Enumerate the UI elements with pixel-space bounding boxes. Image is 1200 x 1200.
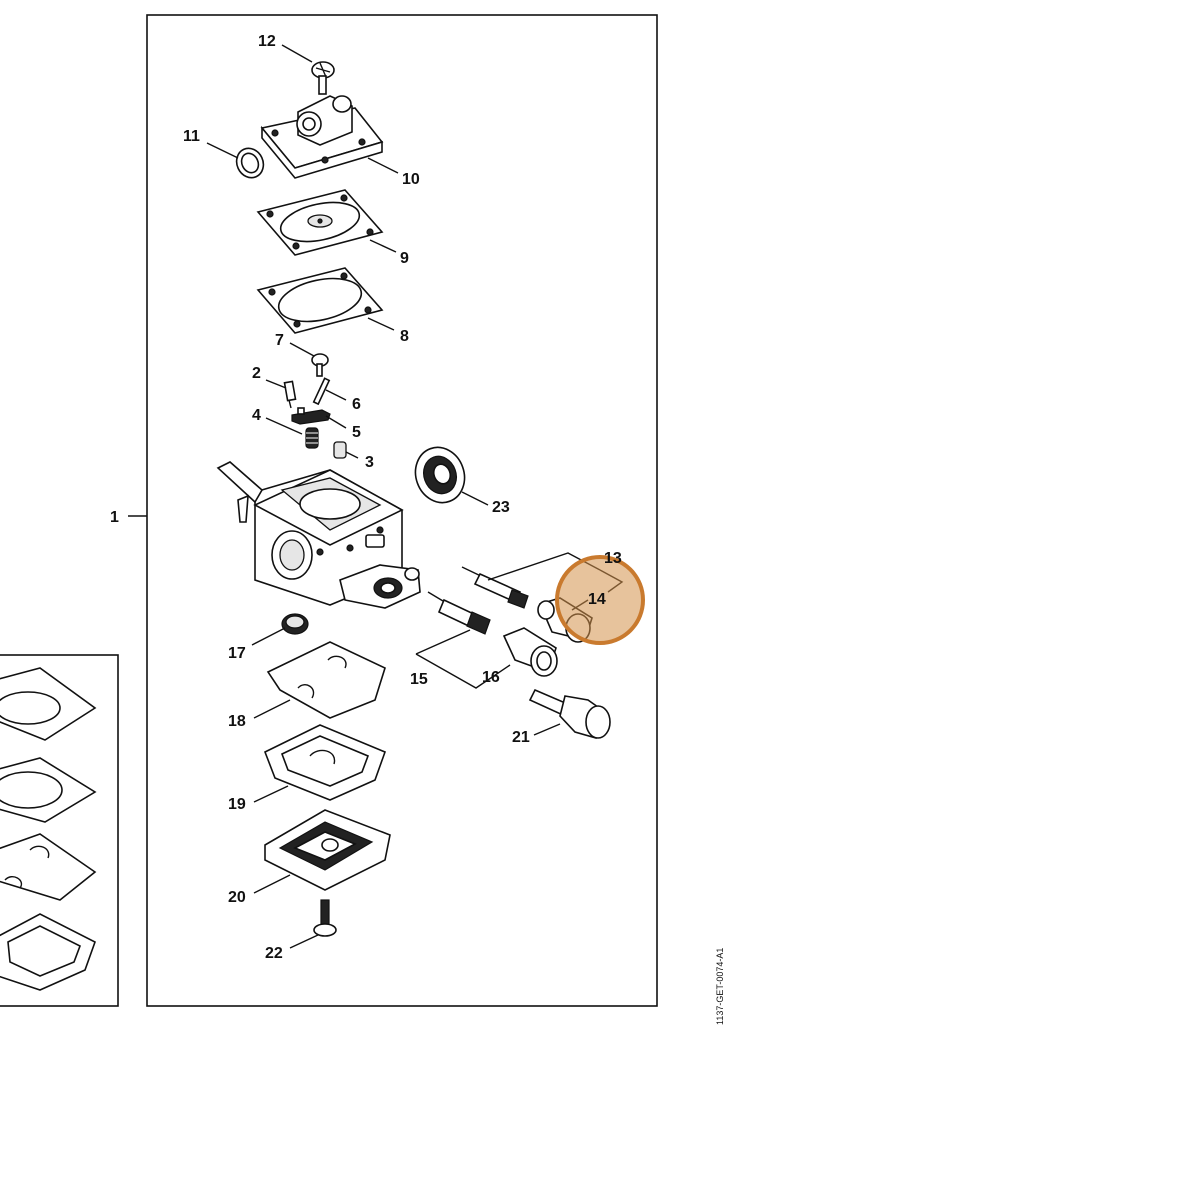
part-16-limiter-cap — [502, 627, 558, 677]
part-5-lever — [291, 407, 331, 425]
part-9-diaphragm — [256, 189, 384, 256]
callout-6: 6 — [352, 396, 361, 413]
callout-15: 15 — [410, 671, 428, 688]
part-7-screw — [311, 353, 329, 377]
drawing-reference: 1137-GET-0074-A1 — [715, 948, 725, 1025]
part-4-spring — [305, 427, 319, 449]
main-diagram-frame — [146, 14, 658, 1007]
part-15-adjusting-screw — [427, 591, 491, 635]
callout-7: 7 — [275, 332, 284, 349]
part-20-cover — [264, 809, 391, 891]
part-13-adjusting-screw — [461, 566, 529, 609]
callout-3: 3 — [365, 454, 374, 471]
callout-10: 10 — [402, 171, 420, 188]
part-1-carburetor-body — [216, 461, 421, 609]
part-22-screw — [313, 899, 337, 937]
callout-4: 4 — [252, 407, 261, 424]
part-21-adjusting-screw — [528, 688, 611, 739]
callout-13: 13 — [604, 550, 622, 567]
callout-18: 18 — [228, 713, 246, 730]
inset-kit-frame — [0, 654, 119, 1007]
part-19-gasket — [263, 724, 387, 801]
callout-12: 12 — [258, 33, 276, 50]
inset-kit-parts — [0, 667, 97, 991]
callout-14: 14 — [588, 591, 606, 608]
callout-20: 20 — [228, 889, 246, 906]
part-11-ring — [235, 147, 265, 179]
part-6-pin — [312, 377, 331, 406]
callout-17: 17 — [228, 645, 246, 662]
part-18-gasket — [266, 641, 386, 719]
callout-19: 19 — [228, 796, 246, 813]
callout-8: 8 — [400, 328, 409, 345]
part-12-screw — [311, 61, 335, 95]
callout-11: 11 — [183, 128, 200, 145]
part-10-pump-cover — [260, 95, 384, 179]
part-3-plug — [333, 441, 347, 459]
callout-21: 21 — [512, 729, 530, 746]
part-2-inlet-needle — [283, 380, 297, 409]
callout-22: 22 — [265, 945, 283, 962]
part-8-gasket — [256, 267, 384, 334]
part-17-filter-screen — [281, 613, 309, 635]
callout-2: 2 — [252, 365, 261, 382]
callout-5: 5 — [352, 424, 361, 441]
part-23-cap — [414, 446, 466, 504]
highlight-circle-part-14 — [555, 555, 645, 645]
callout-23: 23 — [492, 499, 510, 516]
callout-16: 16 — [482, 669, 500, 686]
callout-9: 9 — [400, 250, 409, 267]
callout-1: 1 — [110, 509, 119, 526]
